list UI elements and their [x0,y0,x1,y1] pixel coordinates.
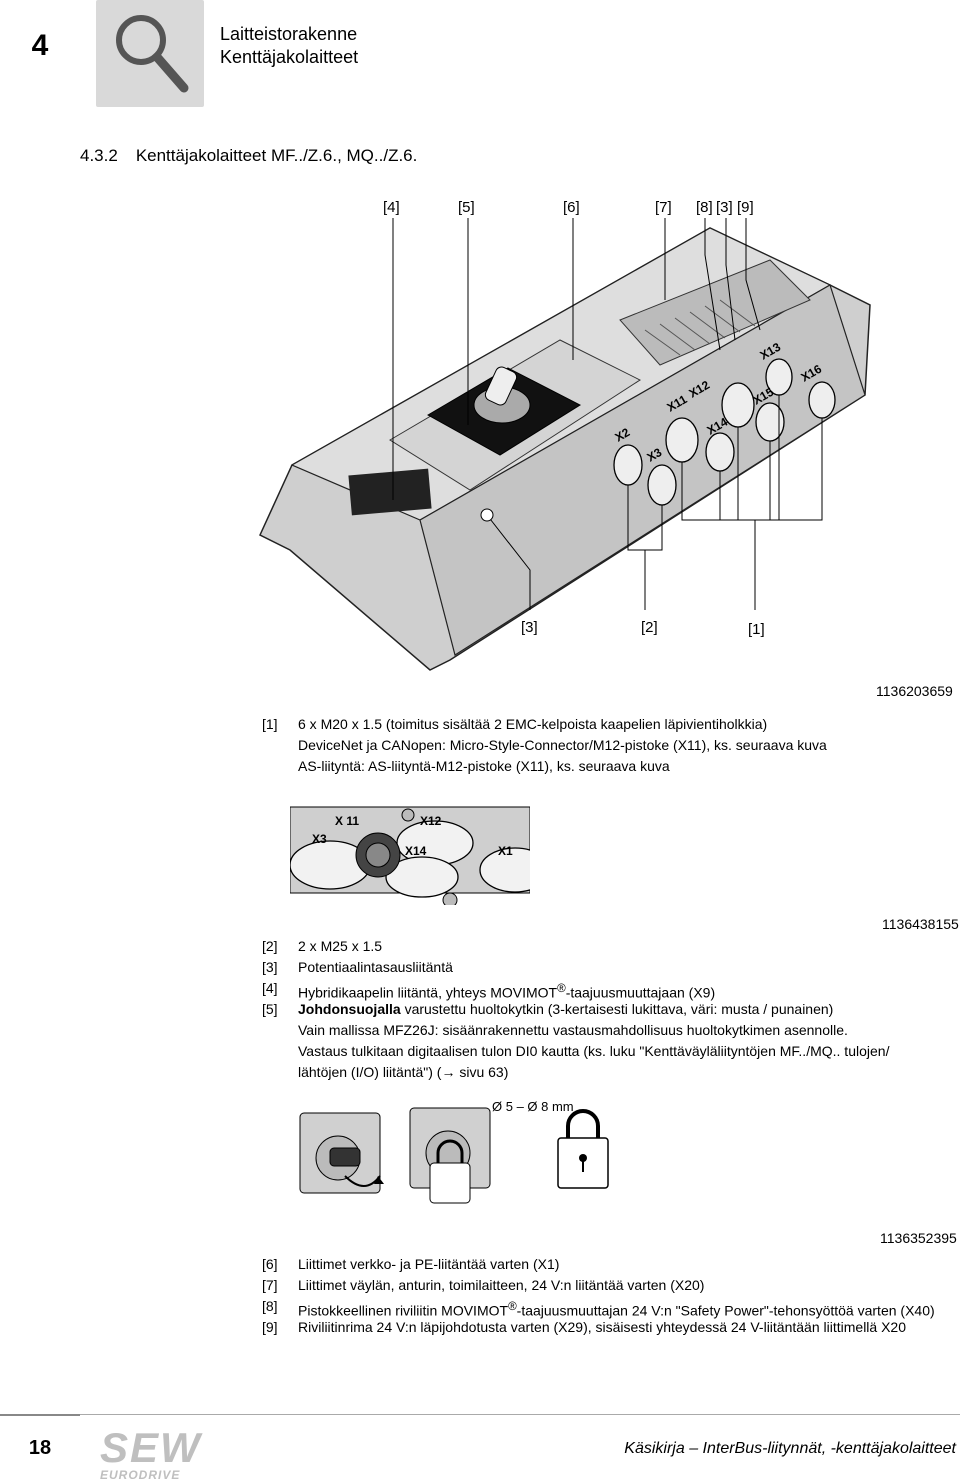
section-heading: 4.3.2 Kenttäjakolaitteet MF../Z.6., MQ../… [80,146,435,166]
legend-text: AS-liityntä: AS-liityntä-M12-pistoke (X1… [298,758,670,774]
legend-key: [5] [262,1001,278,1017]
legend-text-a: Hybridikaapelin liitäntä, yhteys MOVIMOT [298,984,558,1001]
legend-text-b: -taajuusmuuttajaan (X9) [565,984,716,1001]
footer-divider [80,1414,960,1415]
figure2-id: 1136438155 [882,916,959,932]
page-number: 18 [0,1414,80,1481]
figure3-id: 1136352395 [880,1230,957,1246]
section-number: 4.3.2 [80,146,118,165]
legend-text: DeviceNet ja CANopen: Micro-Style-Connec… [298,737,827,753]
legend-text: Hybridikaapelin liitäntä, yhteys MOVIMOT… [298,978,715,1004]
label-X2: X2 [613,425,633,445]
legend-bold-term: Johdonsuojalla [298,1001,401,1017]
legend-text-b: -taajuusmuuttajan 24 V:n "Safety Power"-… [516,1302,935,1319]
legend-key: [3] [262,959,278,975]
callout-6: [6] [563,199,580,216]
legend-text: Vastaus tulkitaan digitaalisen tulon DI0… [298,1043,890,1059]
callout-7: [7] [655,199,672,216]
chapter-number: 4 [31,29,49,62]
callout-3-top: [3] [716,199,733,216]
label-X12: X12 [420,814,442,828]
figure1-id: 1136203659 [876,683,953,699]
legend-key: [4] [262,980,278,996]
label-X11: X 11 [335,814,359,828]
legend-key: [8] [262,1298,278,1314]
registered-mark: ® [508,1300,517,1313]
magnifier-icon [96,0,204,107]
label-X1: X1 [498,844,513,858]
legend-text: 6 x M20 x 1.5 (toimitus sisältää 2 EMC-k… [298,716,768,732]
legend-text: Potentiaalintasausliitäntä [298,959,453,975]
callout-2: [2] [641,619,658,636]
header-title-line1: Laitteistorakenne [220,24,358,44]
legend-key: [2] [262,938,278,954]
legend-key: [7] [262,1277,278,1293]
legend-text: Johdonsuojalla varustettu huoltokytkin (… [298,999,833,1020]
legend-text: Riviliitinrima 24 V:n läpijohdotusta var… [298,1319,906,1335]
connector-detail-drawing: X 11 X12 X3 X14 X1 [289,805,551,908]
shackle-dimension: Ø 5 – Ø 8 mm [492,1099,574,1114]
section-title: Kenttäjakolaitteet MF../Z.6., MQ../Z.6. [135,146,418,165]
label-X3: X3 [312,832,327,846]
legend-key: [6] [262,1256,278,1272]
callout-5: [5] [458,199,475,216]
field-distributor-drawing: [4] [5] [6] [7] [8] [3] [9] [3] [2] [1] [250,190,890,690]
legend-text: Vain mallissa MFZ26J: sisäänrakennettu v… [298,1022,848,1038]
lockout-illustration [290,1098,630,1218]
legend-text: Liittimet verkko- ja PE-liitäntää varten… [298,1256,560,1272]
logo-main: SEW [100,1424,202,1471]
legend-text: Pistokkeellinen riviliitin MOVIMOT®-taaj… [298,1296,935,1322]
callout-9: [9] [737,199,754,216]
label-X14: X14 [405,844,427,858]
sew-eurodrive-logo: SEW EURODRIVE [100,1424,202,1482]
callout-3-bottom: [3] [521,619,538,636]
header-title: Laitteistorakenne Kenttäjakolaitteet [220,23,358,69]
registered-mark: ® [557,982,566,995]
callout-1: [1] [748,621,765,638]
footer-title: Käsikirja – InterBus-liitynnät, -kenttäj… [624,1440,956,1457]
legend-text-a: Pistokkeellinen riviliitin MOVIMOT [298,1302,509,1319]
legend-key: [1] [262,716,278,732]
legend-key: [9] [262,1319,278,1335]
callout-4: [4] [383,199,400,216]
legend-text: 2 x M25 x 1.5 [298,938,383,954]
legend-text-rest: varustettu huoltokytkin (3-kertaisesti l… [400,1001,834,1017]
legend-text: Liittimet väylän, anturin, toimilaitteen… [298,1277,705,1293]
legend-text: lähtöjen (I/O) liitäntä") (→ sivu 63) [298,1064,509,1080]
label-X3: X3 [645,445,665,465]
header-title-line2: Kenttäjakolaitteet [220,47,359,67]
callout-8: [8] [696,199,713,216]
